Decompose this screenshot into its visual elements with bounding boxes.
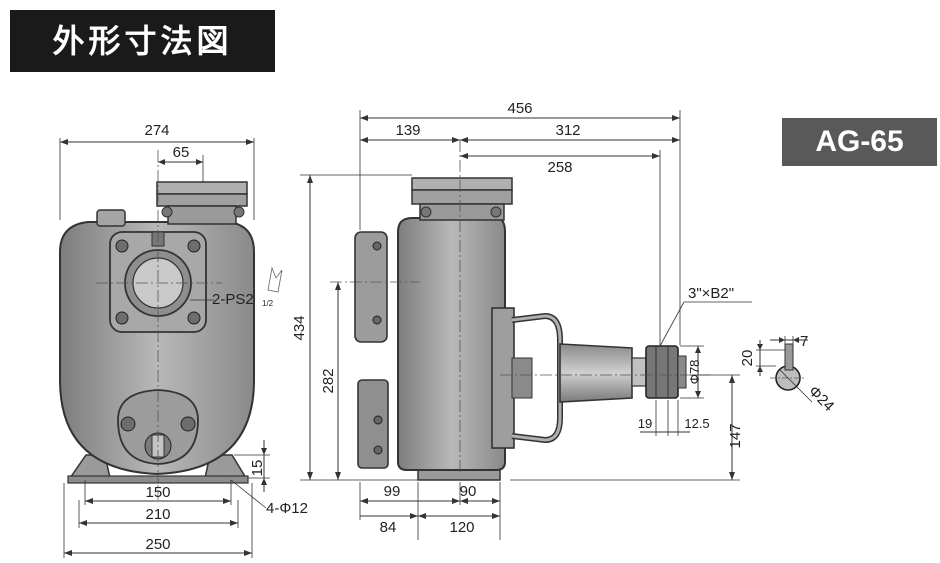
dim-key-height: 20 — [739, 350, 756, 367]
port-fraction: 1/2 — [262, 299, 274, 308]
dim-shaft-height: 282 — [320, 368, 337, 393]
model-badge: AG-65 — [782, 118, 937, 166]
pulley-label: 3"×B2" — [688, 285, 734, 302]
front-view: 274 65 2-PS2 1/2 15 150 210 — [59, 122, 308, 558]
model-label: AG-65 — [815, 125, 904, 158]
dim-height: 434 — [291, 315, 308, 340]
dim-base-width: 250 — [145, 536, 170, 553]
dim-pulley-dia: Φ78 — [687, 360, 702, 385]
dim-shaft-dia: Φ24 — [805, 383, 837, 415]
dim-inlet-to-center: 139 — [395, 122, 420, 139]
dim-hole-pitch: 150 — [145, 484, 170, 501]
dim-base-left-b: 84 — [380, 519, 397, 536]
dim-key-width: 7 — [800, 333, 808, 350]
dim-center-to-end: 312 — [555, 122, 580, 139]
dim-base-right-b: 120 — [449, 519, 474, 536]
page-title: 外形寸法図 — [52, 22, 233, 60]
port-label: 2-PS2 — [212, 291, 254, 308]
dim-outlet-offset: 65 — [173, 144, 190, 161]
dim-base-inner: 210 — [145, 506, 170, 523]
dim-overall-length: 456 — [507, 100, 532, 117]
dim-foot-height: 15 — [249, 460, 266, 477]
dim-base-left-a: 99 — [384, 483, 401, 500]
dim-pulley-w1: 19 — [638, 416, 652, 431]
title-banner: 外形寸法図 — [10, 10, 275, 72]
shaft-detail: 7 20 Φ24 — [739, 333, 837, 415]
dim-base-right-a: 90 — [460, 483, 477, 500]
dim-center-to-pulley: 258 — [547, 159, 572, 176]
dim-front-width: 274 — [144, 122, 169, 139]
side-view: 456 139 312 258 434 282 3"×B2" — [291, 100, 752, 540]
dim-shaft-center: 147 — [727, 423, 744, 448]
holes-label: 4-Φ12 — [266, 500, 308, 517]
dim-pulley-w2: 12.5 — [684, 416, 709, 431]
